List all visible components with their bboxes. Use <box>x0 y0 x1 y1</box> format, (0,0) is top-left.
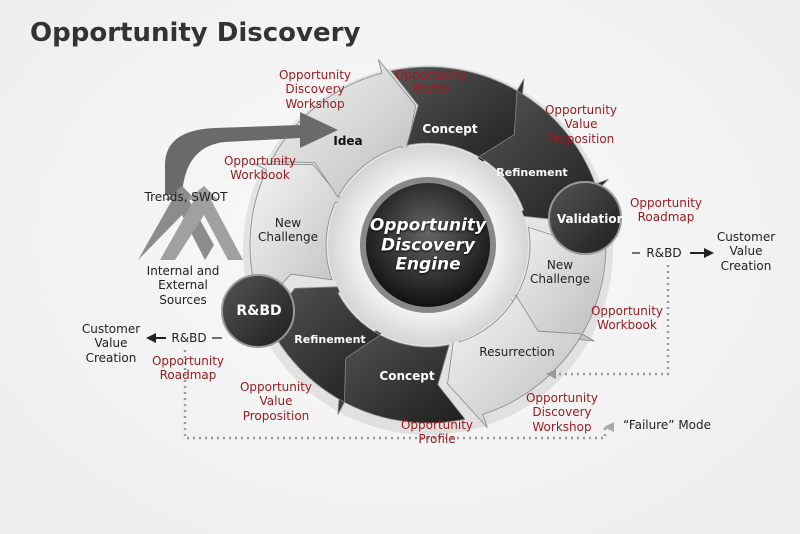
stage-rbd: R&BD <box>236 303 282 319</box>
artifact-workbook-left: Opportunity Workbook <box>223 154 296 183</box>
artifact-profile-top: Opportunity Profile <box>394 68 467 97</box>
input-trends-swot: Trends, SWOT <box>144 190 228 204</box>
failure-path-bottom <box>183 350 607 440</box>
failure-path-right <box>555 265 670 376</box>
engine-hub <box>366 183 490 307</box>
artifact-roadmap-left: Opportunity Roadmap <box>151 354 224 383</box>
stage-idea: Idea <box>333 134 363 148</box>
rbd-node <box>221 274 295 348</box>
input-arrow <box>165 112 338 195</box>
output-rbd-left: R&BD <box>171 331 207 345</box>
artifact-profile-bottom: Opportunity Profile <box>400 418 473 447</box>
source-arrow-icon <box>160 186 243 260</box>
segment-new-challenge-left <box>249 163 349 307</box>
segment-idea <box>270 59 417 198</box>
stage-validation: Validation <box>556 212 626 226</box>
stage-new-challenge-left: New Challenge <box>258 216 318 245</box>
failure-mode-label: “Failure” Mode <box>622 418 712 432</box>
stage-new-challenge-right: New Challenge <box>530 258 590 287</box>
stage-concept-top: Concept <box>422 122 478 136</box>
artifact-value-prop-top: Opportunity Value Proposition <box>544 103 617 146</box>
artifact-workbook-right: Opportunity Workbook <box>590 304 663 333</box>
artifact-roadmap-right: Opportunity Roadmap <box>629 196 702 225</box>
customer-value-creation-left: Customer Value Creation <box>81 322 141 365</box>
stage-concept-bottom: Concept <box>379 369 435 383</box>
engine-label-line: Discovery <box>381 235 475 256</box>
engine-label: Opportunity Discovery Engine <box>369 215 487 276</box>
validation-node <box>548 181 622 255</box>
stage-resurrection: Resurrection <box>479 345 555 359</box>
artifact-workshop-bottom: Opportunity Discovery Workshop <box>525 391 598 434</box>
artifact-value-prop-bottom: Opportunity Value Proposition <box>239 380 312 423</box>
engine-label-line: Engine <box>395 254 461 275</box>
artifact-workshop-top: Opportunity Discovery Workshop <box>278 68 351 111</box>
input-sources: Internal and External Sources <box>146 264 220 307</box>
page-title: Opportunity Discovery <box>30 18 361 48</box>
stage-refinement-right: Refinement <box>496 166 568 179</box>
engine-label-line: Opportunity <box>369 215 487 236</box>
stage-refinement-left: Refinement <box>294 333 366 346</box>
output-rbd-right: R&BD <box>646 246 682 260</box>
customer-value-creation-right: Customer Value Creation <box>716 230 776 273</box>
